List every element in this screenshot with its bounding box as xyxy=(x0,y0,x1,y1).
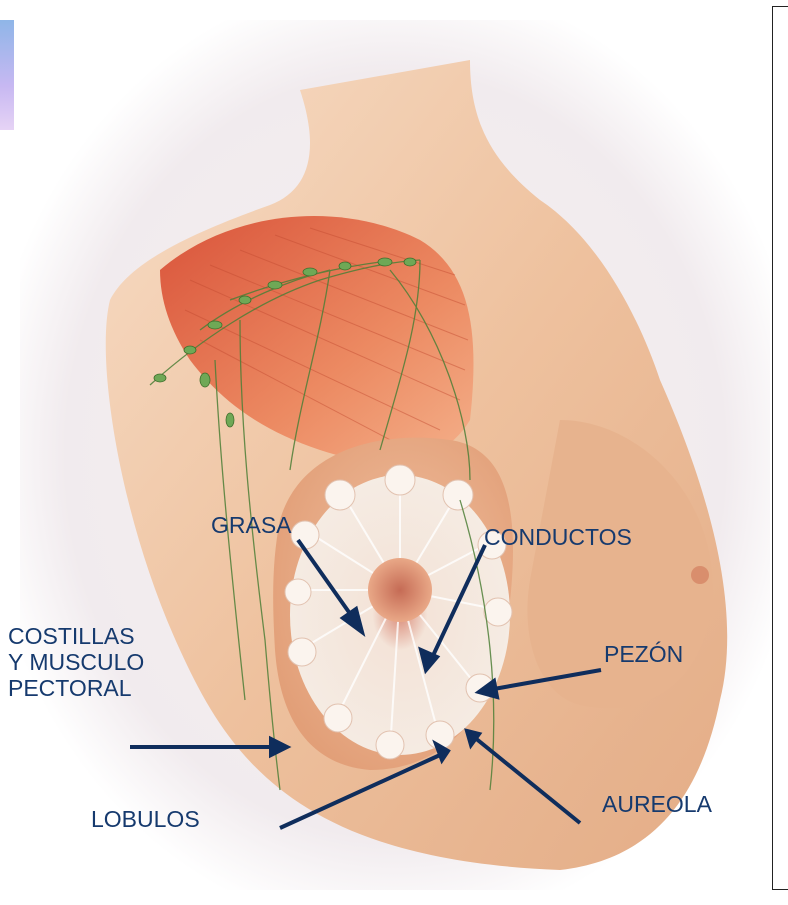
label-costillas-musculo-pectoral: COSTILLAS Y MUSCULO PECTORAL xyxy=(8,623,144,701)
label-costillas-line-3: PECTORAL xyxy=(8,675,144,701)
label-pezon: PEZÓN xyxy=(604,641,683,667)
frame-border xyxy=(772,6,788,890)
label-grasa: GRASA xyxy=(211,512,292,538)
label-aureola: AUREOLA xyxy=(602,791,712,817)
label-costillas-line-2: Y MUSCULO xyxy=(8,649,144,675)
nipple-areola-center xyxy=(368,558,432,622)
label-conductos: CONDUCTOS xyxy=(484,524,632,550)
right-nipple xyxy=(691,566,709,584)
label-costillas-line-1: COSTILLAS xyxy=(8,623,144,649)
label-lobulos: LOBULOS xyxy=(91,806,200,832)
